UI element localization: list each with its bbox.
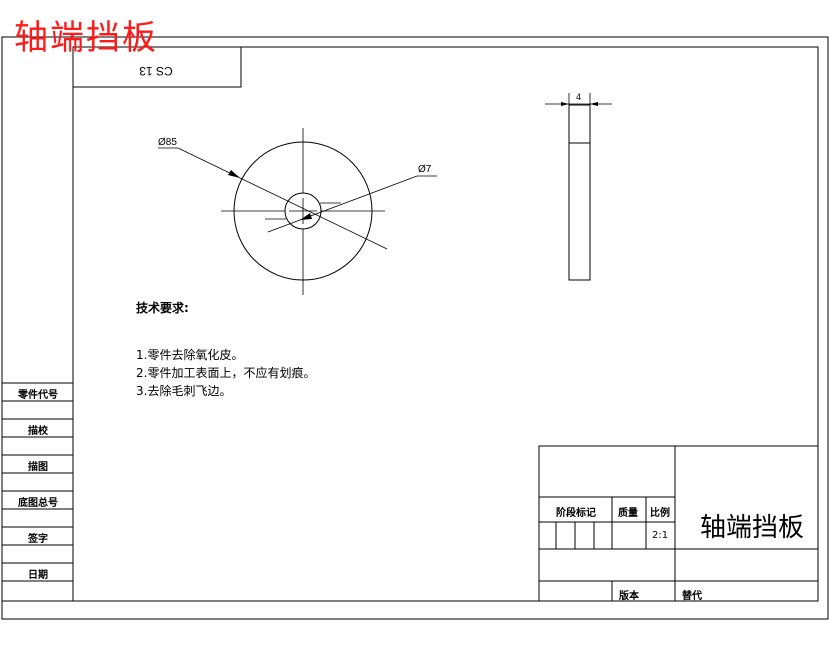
arrow-head-inner (300, 213, 312, 220)
arrow-head-outer (228, 170, 240, 178)
stamp-box (72, 46, 242, 88)
side-table (2, 382, 818, 602)
note-item-3: 3.去除毛刺飞边。 (136, 384, 232, 398)
tb-scale-value: 2:1 (652, 530, 669, 541)
tb-scale-label: 比例 (650, 508, 670, 519)
side-label-part-code: 零件代号 (18, 390, 58, 401)
side-label-date: 日期 (28, 570, 48, 581)
dimension-leaders (158, 147, 437, 250)
tb-version: 版本 (619, 591, 639, 602)
outer-frame (1, 36, 829, 620)
side-view (545, 93, 612, 281)
centerlines (221, 128, 385, 295)
side-view-body (568, 104, 591, 281)
side-label-trace: 描图 (28, 462, 48, 473)
note-item-1: 1.零件去除氧化皮。 (136, 348, 244, 362)
tb-replace: 替代 (682, 591, 702, 602)
dim-outer-diameter: Ø85 (158, 137, 177, 148)
note-item-2: 2.零件加工表面上，不应有划痕。 (136, 366, 316, 380)
tb-stage-mark: 阶段标记 (556, 508, 596, 519)
tb-mass: 质量 (618, 508, 638, 519)
side-label-base-number: 底图总号 (18, 498, 58, 509)
notes-heading: 技术要求: (136, 301, 189, 315)
tb-part-name: 轴端挡板 (699, 512, 804, 543)
dim-inner-diameter: Ø7 (418, 164, 432, 175)
front-view (158, 128, 437, 295)
title-block (538, 445, 819, 602)
overlay-title: 轴端挡板 (14, 18, 158, 58)
side-label-signature: 签字 (28, 534, 48, 545)
dim-thickness: 4 (576, 92, 581, 102)
side-label-check: 描校 (28, 426, 48, 437)
stamp-code: CS 13 (139, 64, 173, 78)
